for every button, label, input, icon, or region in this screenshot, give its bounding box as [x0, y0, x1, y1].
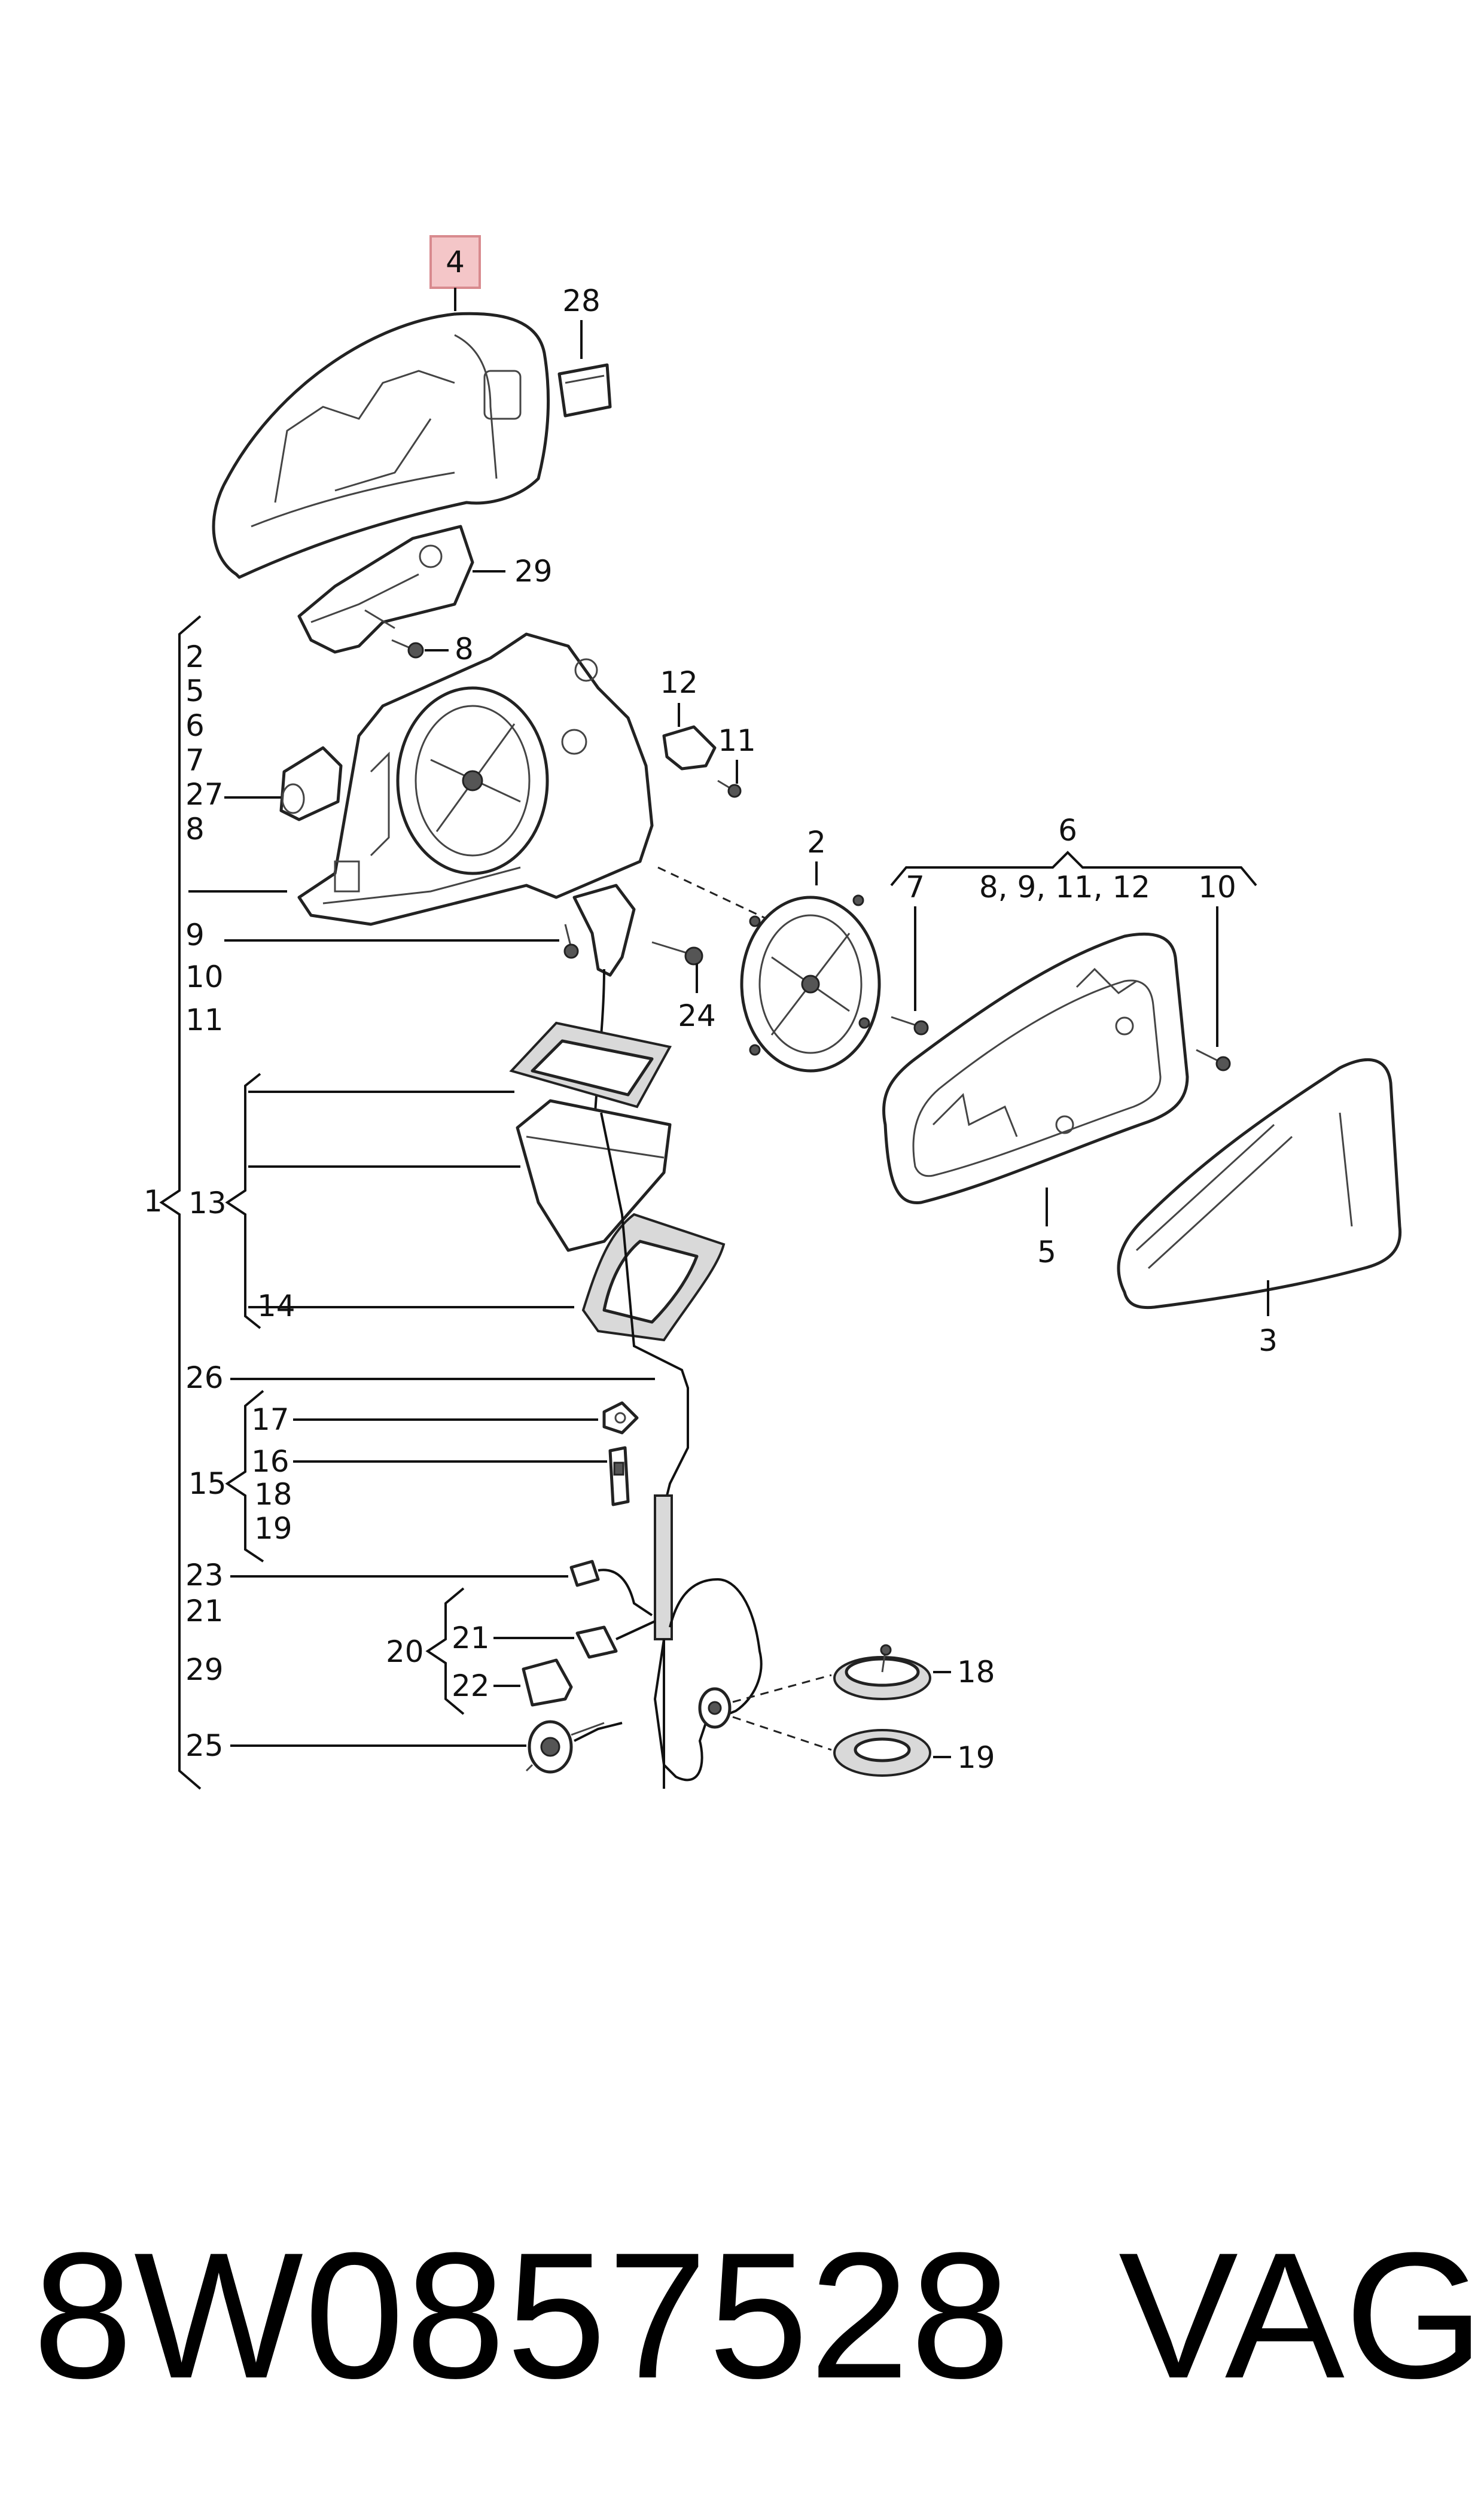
brand-label: VAG — [1119, 2215, 1484, 2416]
grommet-19-part — [833, 1729, 931, 1777]
cable-sleeve — [654, 1494, 673, 1640]
callout-list-6[interactable]: 6 — [185, 708, 205, 743]
sensor-12-part — [662, 725, 717, 771]
callout-8a[interactable]: 8 — [455, 632, 474, 666]
callout-list-10[interactable]: 10 — [185, 960, 224, 994]
gasket-13-upper-part — [509, 1021, 672, 1109]
brace-13 — [225, 1073, 261, 1329]
callout-19a[interactable]: 19 — [254, 1511, 292, 1546]
grommet-18-part — [833, 1644, 931, 1700]
callout-15[interactable]: 15 — [188, 1466, 227, 1501]
boot-13-part — [516, 1099, 672, 1252]
connector-21-part — [575, 1620, 656, 1659]
callout-3[interactable]: 3 — [1258, 1323, 1278, 1358]
callout-21b[interactable]: 21 — [452, 1621, 490, 1655]
callout-6-sub[interactable]: 8, 9, 11, 12 — [979, 870, 1150, 905]
callout-23[interactable]: 23 — [185, 1558, 224, 1593]
callout-list-2[interactable]: 2 — [185, 640, 205, 674]
mirror-cap-part — [212, 312, 550, 579]
callout-19b[interactable]: 19 — [957, 1740, 995, 1775]
bracket-29-part — [297, 525, 474, 654]
callout-14[interactable]: 14 — [257, 1289, 295, 1323]
callout-25[interactable]: 25 — [185, 1728, 224, 1763]
grommet-25-part — [525, 1720, 605, 1774]
screw-11-part — [717, 780, 742, 798]
callout-20[interactable]: 20 — [386, 1634, 424, 1669]
screw-8-part — [391, 639, 424, 659]
callout-18b[interactable]: 18 — [957, 1655, 995, 1689]
callout-26[interactable]: 26 — [185, 1360, 224, 1395]
callout-17[interactable]: 17 — [251, 1402, 290, 1437]
callout-29b[interactable]: 29 — [185, 1652, 224, 1687]
mirror-housing-part — [297, 632, 654, 926]
callout-2[interactable]: 2 — [807, 825, 826, 860]
actuator-plate-2-part — [740, 894, 881, 1073]
callout-list-27[interactable]: 27 — [185, 777, 224, 812]
callout-list-1: 2 5 6 7 27 8 9 10 11 — [185, 640, 224, 1037]
callout-list-11[interactable]: 11 — [185, 1003, 224, 1037]
connector-23-part — [569, 1560, 653, 1616]
callout-24[interactable]: 24 — [678, 998, 716, 1033]
callout-4[interactable]: 4 — [446, 245, 465, 279]
screw-24-part — [651, 941, 703, 966]
callout-5[interactable]: 5 — [1037, 1235, 1056, 1269]
brace-20 — [425, 1587, 465, 1715]
callout-21a[interactable]: 21 — [185, 1594, 224, 1628]
callout-list-7[interactable]: 7 — [185, 743, 205, 778]
callout-6[interactable]: 6 — [1058, 813, 1077, 848]
screw-7-part — [891, 1016, 929, 1036]
callout-12[interactable]: 12 — [660, 665, 698, 700]
cable-grommet-part — [698, 1687, 732, 1729]
callout-list-9[interactable]: 9 — [185, 918, 205, 952]
brace-1 — [159, 615, 202, 1790]
clip-16-part — [608, 1446, 630, 1506]
clip-28-part — [557, 363, 612, 418]
callout-29a[interactable]: 29 — [514, 554, 553, 589]
screw-9-part — [563, 924, 579, 959]
callout-28[interactable]: 28 — [562, 284, 601, 318]
connector-27-part — [279, 746, 343, 821]
callout-list-5[interactable]: 5 — [185, 674, 205, 708]
screw-10-part — [1196, 1049, 1231, 1071]
callout-18a[interactable]: 18 — [254, 1477, 292, 1512]
callout-10[interactable]: 10 — [1198, 870, 1236, 905]
mirror-glass-3-part — [1117, 1058, 1402, 1310]
connector-22-part — [522, 1658, 573, 1707]
callout-22[interactable]: 22 — [452, 1668, 490, 1703]
callout-7[interactable]: 7 — [906, 870, 925, 905]
glass-carrier-5-part — [882, 932, 1189, 1204]
brace-15 — [225, 1390, 264, 1563]
callout-13[interactable]: 13 — [188, 1186, 227, 1220]
callout-list-8[interactable]: 8 — [185, 812, 205, 847]
part-number-label: 8W0857528 — [33, 2215, 1011, 2416]
clip-17-part — [602, 1401, 639, 1435]
brace-6 — [890, 851, 1257, 887]
callout-1[interactable]: 1 — [144, 1184, 163, 1219]
callout-16[interactable]: 16 — [251, 1444, 290, 1479]
callout-11a[interactable]: 11 — [718, 723, 756, 758]
